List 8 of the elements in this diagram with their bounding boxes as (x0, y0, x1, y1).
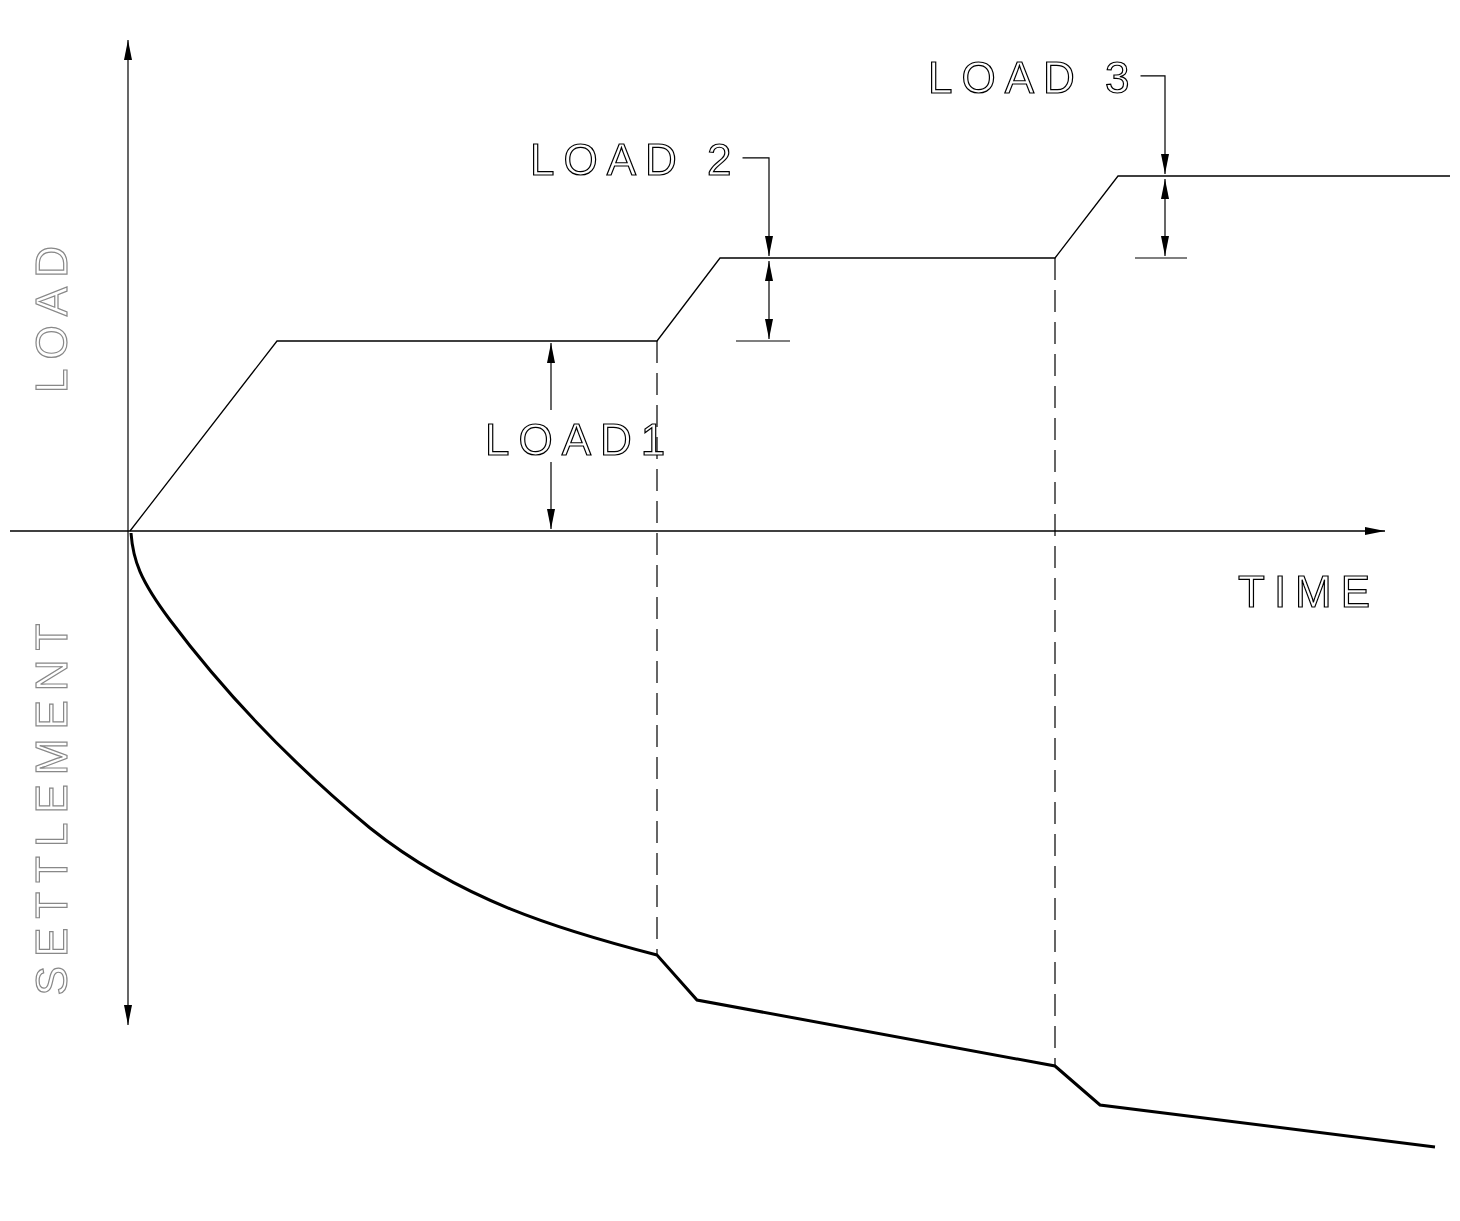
leader-line (741, 157, 773, 257)
leader-text: LOAD 2 (530, 138, 741, 182)
leader-text: LOAD 3 (928, 56, 1139, 100)
axis-label: SETTLEMENT (29, 614, 74, 996)
dimension-label: LOAD1 (485, 418, 675, 462)
axis-label: LOAD (29, 237, 74, 393)
axis-label: TIME (1238, 570, 1380, 614)
leader-line (1139, 75, 1169, 175)
